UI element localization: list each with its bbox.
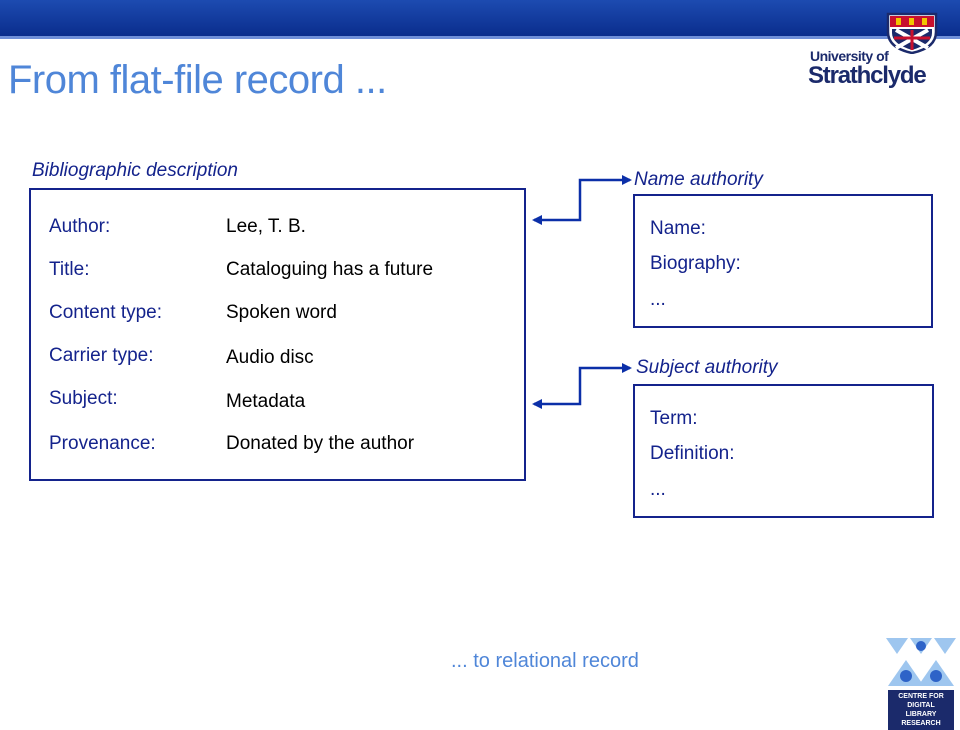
cdlr-line2: LIBRARY RESEARCH (901, 711, 941, 727)
bib-label-provenance: Provenance: (49, 433, 156, 454)
bib-value-carrier-type: Audio disc (226, 347, 314, 368)
name-field-more: ... (650, 289, 666, 310)
logo-line1: University of (810, 48, 889, 64)
name-field-name: Name: (650, 218, 706, 239)
bib-value-author: Lee, T. B. (226, 216, 306, 237)
bib-value-subject: Metadata (226, 391, 306, 412)
bibliographic-caption: Bibliographic description (32, 160, 238, 181)
footer-caption: ... to relational record (451, 650, 639, 672)
bib-label-title: Title: (49, 259, 90, 280)
crest-icon (886, 12, 938, 54)
name-authority-caption: Name authority (634, 169, 763, 190)
logo-line2: Strathclyde (808, 62, 927, 89)
university-logo: University of Strathclyde (806, 10, 942, 92)
bib-label-carrier-type: Carrier type: (49, 345, 154, 366)
bib-label-author: Author: (49, 216, 111, 237)
bib-value-content-type: Spoken word (226, 302, 337, 323)
slide-title: From flat-file record ... (8, 58, 387, 102)
bibliographic-box: Author: Lee, T. B. Title: Cataloguing ha… (29, 188, 526, 481)
bib-value-title: Cataloguing has a future (226, 259, 434, 280)
bib-value-provenance: Donated by the author (226, 433, 415, 454)
subject-field-definition: Definition: (650, 443, 735, 464)
subject-authority-box: Term: Definition: ... (633, 384, 934, 518)
cdlr-line1: CENTRE FOR DIGITAL (898, 693, 944, 709)
cdlr-logo: CENTRE FOR DIGITAL LIBRARY RESEARCH (886, 636, 956, 730)
bib-label-subject: Subject: (49, 388, 118, 409)
name-authority-arrow (532, 175, 632, 225)
subject-authority-caption: Subject authority (636, 357, 778, 378)
subject-field-more: ... (650, 479, 666, 500)
name-field-biography: Biography: (650, 253, 741, 274)
subject-authority-arrow (532, 363, 632, 409)
cdlr-triangles-icon (886, 638, 956, 686)
header-underline (0, 36, 960, 39)
name-authority-box: Name: Biography: ... (633, 194, 933, 328)
subject-field-term: Term: (650, 408, 698, 429)
header-bar (0, 0, 960, 36)
cdlr-text: CENTRE FOR DIGITAL LIBRARY RESEARCH (888, 690, 954, 730)
bib-label-content-type: Content type: (49, 302, 163, 323)
